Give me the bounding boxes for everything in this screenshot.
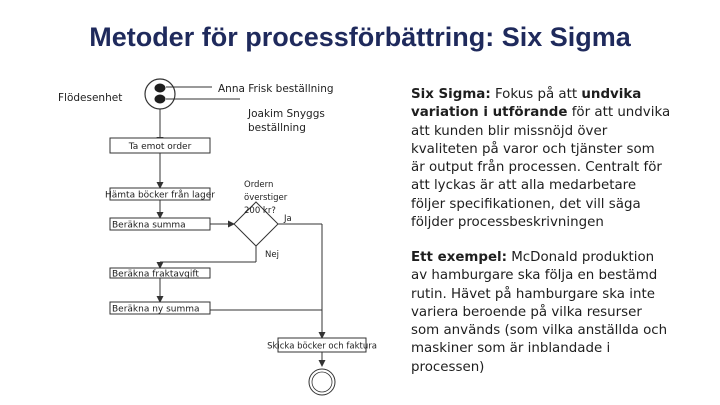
text-line: som används (som vilka anställda och <box>411 323 668 339</box>
yes-label: Ja <box>283 214 292 224</box>
step-newsum-box <box>109 301 211 315</box>
decision-label-line3: 200 kr? <box>244 206 276 216</box>
text-line: är output från processen. Centralt för <box>411 160 662 176</box>
text-line: för att undvika <box>567 105 671 121</box>
person2-label-line2: beställning <box>248 122 306 134</box>
step-calc-box <box>109 217 211 231</box>
text-line: maskiner som är inblandade i <box>411 341 611 357</box>
text-line: McDonald produktion <box>506 250 655 265</box>
step-send-box <box>277 337 367 353</box>
decision-label-line2: överstiger <box>244 193 288 203</box>
step-fetch-label: Hämta böcker från lager <box>105 190 215 201</box>
text-line: av hamburgare ska följa en bestämd <box>411 268 658 284</box>
step-shipping-label: Beräkna fraktavgift <box>112 270 199 280</box>
six-sigma-description: Six Sigma: Fokus på att undvika variatio… <box>411 86 711 232</box>
flow-unit-label: Flödesenhet <box>58 92 122 104</box>
six-sigma-lead: Six Sigma: <box>411 87 491 102</box>
step-calc-label: Beräkna summa <box>112 221 186 231</box>
text-line: att lyckas är att alla medarbetare <box>411 178 637 194</box>
person2-label-line1: Joakim Snyggs <box>247 108 325 120</box>
step-newsum-label: Beräkna ny summa <box>112 305 200 315</box>
text-line: kvaliteten på varor och tjänster som <box>411 141 655 157</box>
person1-label: Anna Frisk beställning <box>218 83 334 95</box>
step-send-label: Skicka böcker och faktura <box>267 342 377 352</box>
text-line: Fokus på att <box>490 87 582 102</box>
text-emphasis: variation i utförande <box>411 105 568 121</box>
end-node <box>308 368 336 396</box>
step-shipping-box <box>109 267 211 279</box>
person-icon <box>144 78 176 110</box>
text-line: processen) <box>411 359 485 375</box>
step-receive-box <box>109 137 211 154</box>
example-lead: Ett exempel: <box>411 250 507 265</box>
process-flowchart: Flödesenhet Anna Frisk beställning Joaki… <box>58 78 377 396</box>
text-line: variera beroende på vilka resurser <box>411 304 642 320</box>
text-line: följder processbeskrivningen <box>411 215 604 231</box>
step-fetch-box <box>109 187 211 201</box>
text-line: följer specifikationen, det vill säga <box>411 196 641 212</box>
page-title: Metoder för processförbättring: Six Sigm… <box>89 22 631 52</box>
text-line: att kunden blir missnöjd över <box>411 123 608 139</box>
example-description: Ett exempel: McDonald produktion av hamb… <box>411 249 711 377</box>
text-line: rutin. Hävet på hamburgare ska inte <box>411 286 655 302</box>
step-receive-label: Ta emot order <box>128 142 192 152</box>
decision-label-line1: Ordern <box>244 180 273 190</box>
text-emphasis: undvika <box>581 87 642 102</box>
no-label: Nej <box>265 250 279 260</box>
